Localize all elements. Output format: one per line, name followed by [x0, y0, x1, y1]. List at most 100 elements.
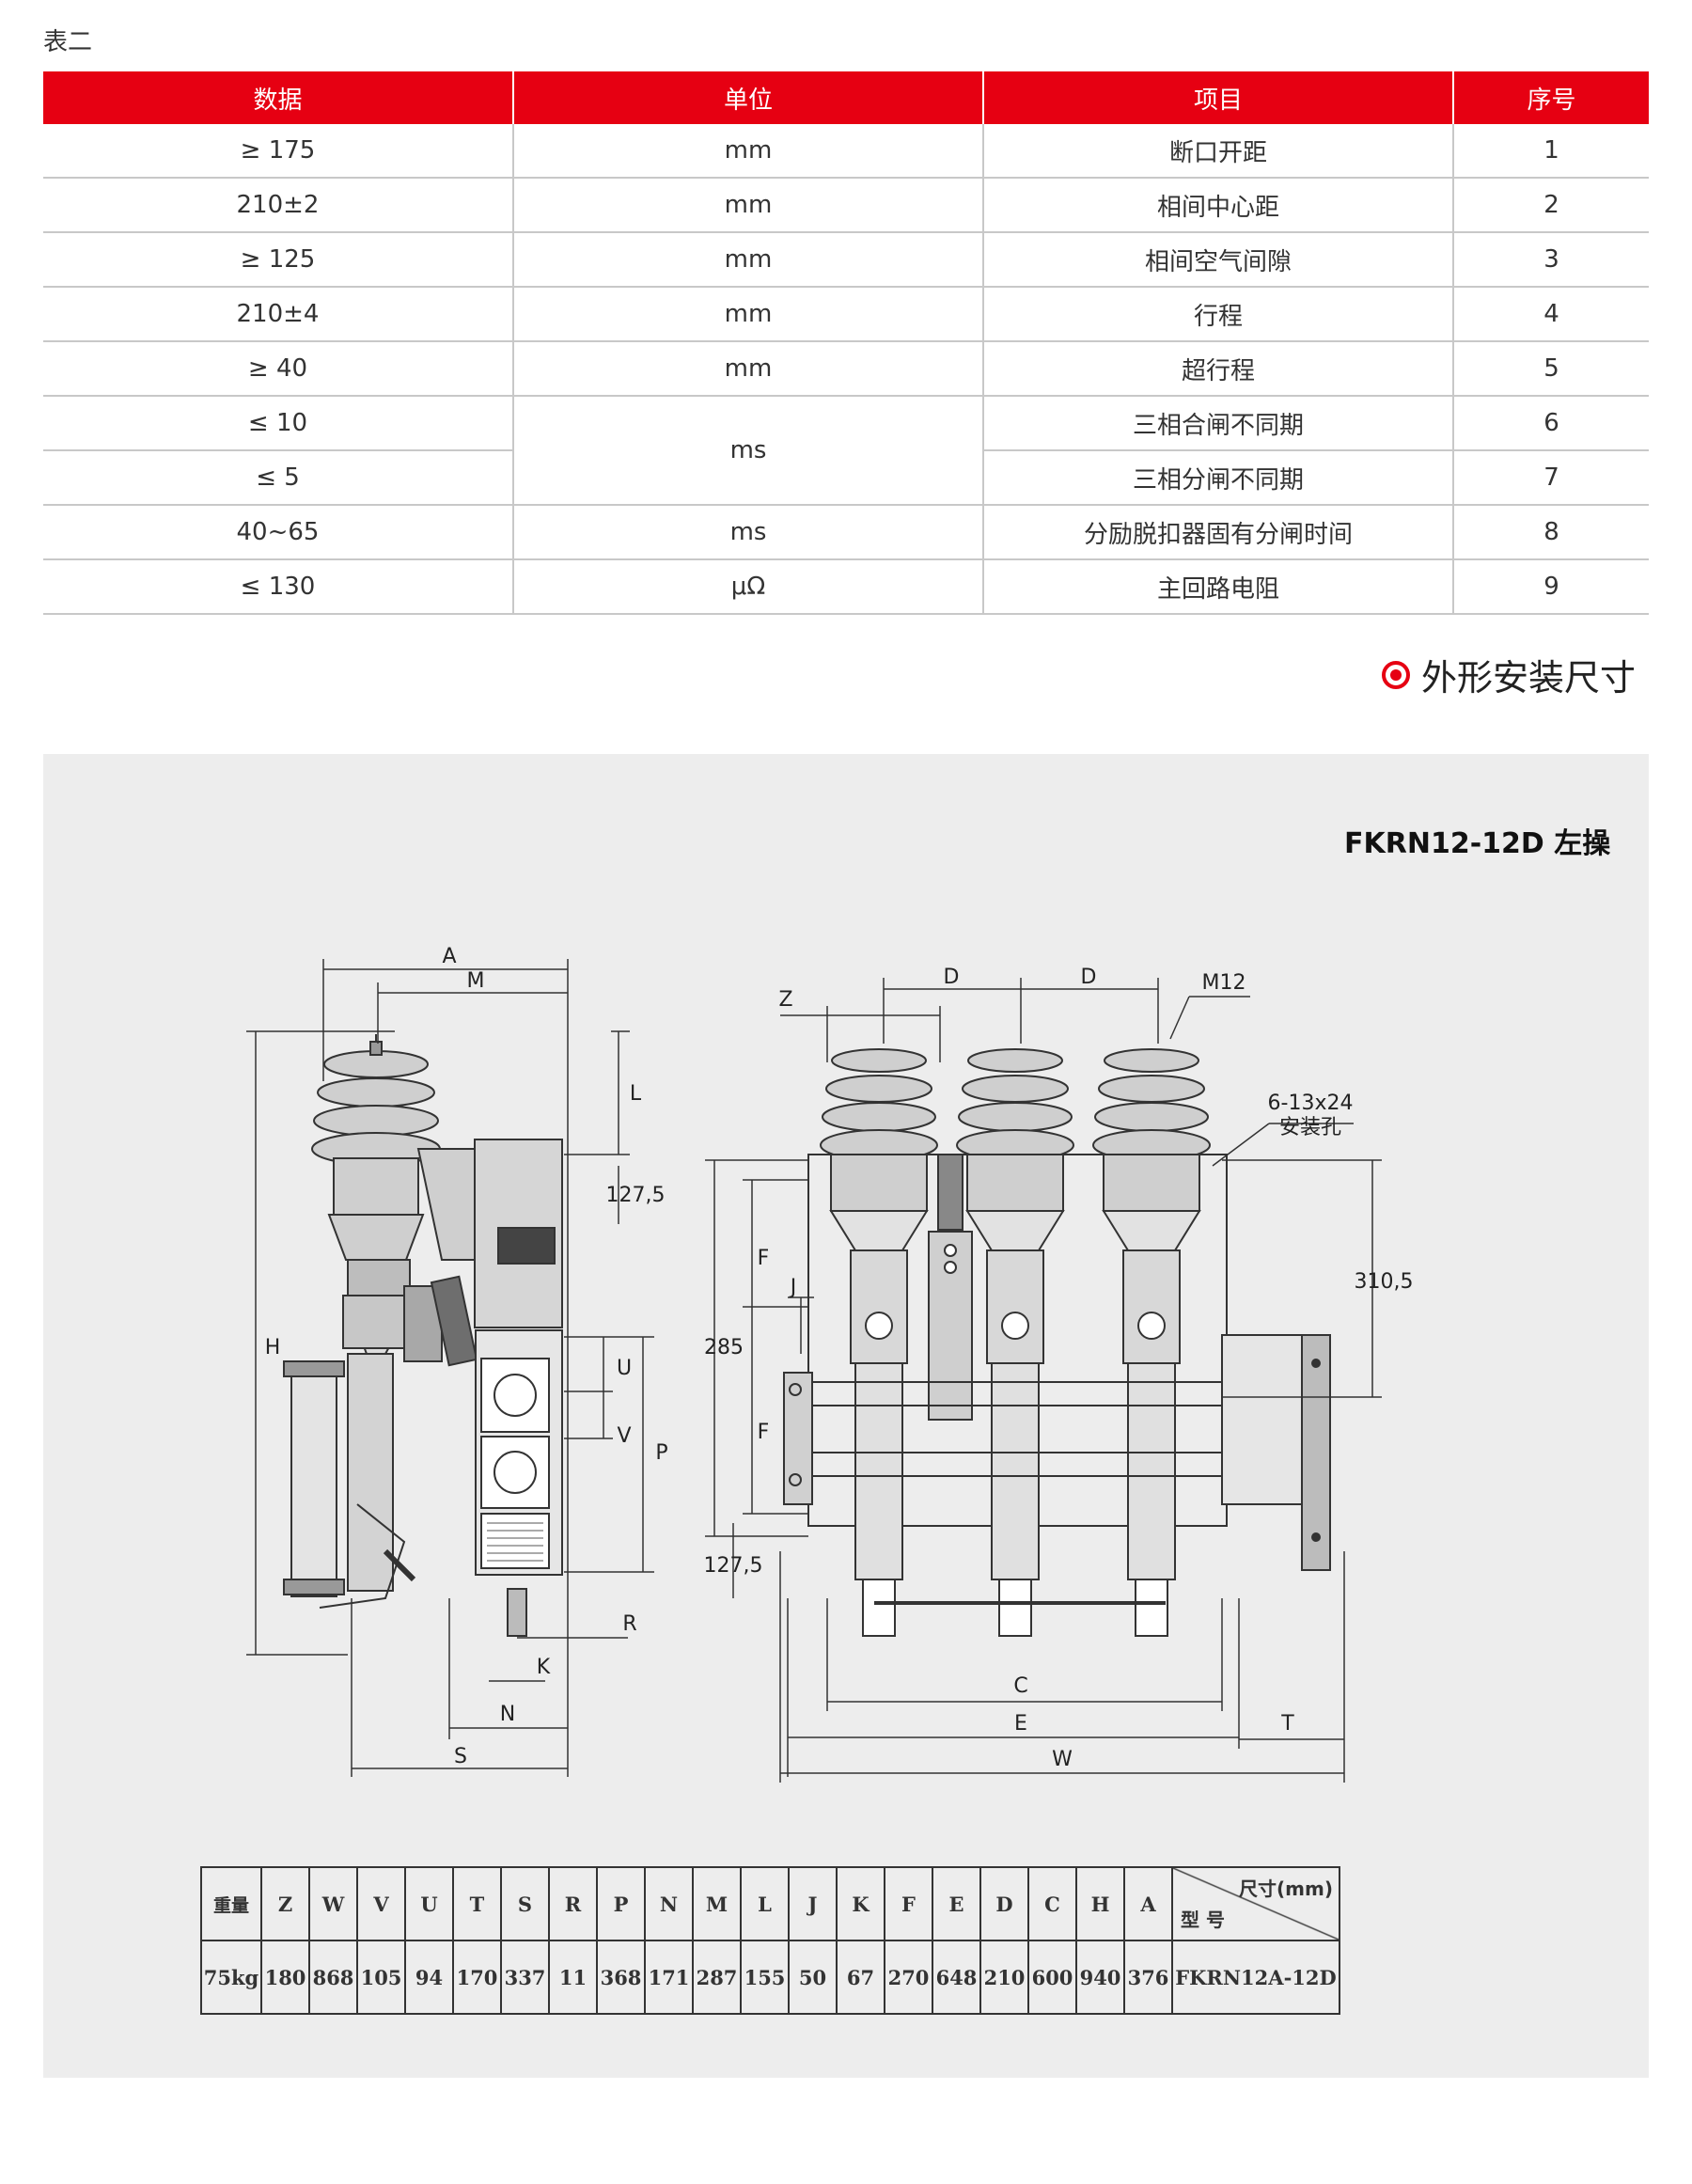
cell-unit: mm [513, 124, 984, 179]
cell-value: 210±2 [43, 178, 514, 233]
dim-label-d1: D [944, 966, 960, 989]
cell-no: 6 [1453, 396, 1649, 451]
cell-no: 1 [1453, 124, 1649, 179]
cell-unit: mm [513, 178, 984, 233]
dim-label-hole-text: 安装孔 [1279, 1116, 1341, 1139]
cell-item: 分励脱扣器固有分闸时间 [983, 505, 1454, 560]
dim-label-d2: D [1081, 966, 1097, 989]
dim-header-p: P [596, 1866, 646, 1941]
dim-value-e: 648 [932, 1940, 981, 2015]
dim-header-row: 重量 Z W V U T S R P N M L J K F E D C H A… [200, 1866, 1340, 1941]
dim-label-n: N [500, 1703, 515, 1726]
header-unit: 单位 [513, 71, 984, 124]
table-row: ≤ 130 μΩ 主回路电阻 9 [43, 559, 1649, 615]
cell-value: ≤ 10 [43, 396, 514, 451]
dim-value-t: 170 [452, 1940, 502, 2015]
dim-header-v: V [356, 1866, 406, 1941]
dim-value-w: 868 [308, 1940, 358, 2015]
cell-item: 主回路电阻 [983, 559, 1454, 615]
pole [956, 1048, 1074, 1637]
dim-header-n: N [644, 1866, 694, 1941]
dim-label-285: 285 [704, 1336, 744, 1359]
cell-unit: ms [513, 396, 984, 506]
dim-header-m: M [692, 1866, 742, 1941]
cell-item: 断口开距 [983, 124, 1454, 179]
cell-value: 40~65 [43, 505, 514, 560]
dim-header-c: C [1027, 1866, 1077, 1941]
dim-value-l: 155 [740, 1940, 790, 2015]
cell-item: 三相分闸不同期 [983, 450, 1454, 506]
cell-no: 7 [1453, 450, 1649, 506]
cell-value: ≥ 175 [43, 124, 514, 179]
dim-value-s: 337 [500, 1940, 550, 2015]
dim-label-127-side: 127,5 [606, 1184, 666, 1207]
side-view [246, 959, 654, 1777]
table-row: ≥ 175 mm 断口开距 1 [43, 124, 1649, 179]
cell-value: ≤ 5 [43, 450, 514, 506]
cell-no: 3 [1453, 232, 1649, 288]
dim-header-weight: 重量 [200, 1866, 262, 1941]
cell-unit: ms [513, 505, 984, 560]
table-row: 210±4 mm 行程 4 [43, 287, 1649, 342]
dim-header-corner: 尺寸(mm) 型 号 [1171, 1866, 1340, 1941]
cell-unit: mm [513, 232, 984, 288]
cell-value: 210±4 [43, 287, 514, 342]
cell-no: 4 [1453, 287, 1649, 342]
cell-value: ≥ 40 [43, 341, 514, 397]
cell-no: 5 [1453, 341, 1649, 397]
dim-header-size: 尺寸(mm) [1239, 1878, 1333, 1900]
dim-label-s: S [454, 1745, 467, 1768]
table-row: 210±2 mm 相间中心距 2 [43, 178, 1649, 233]
cell-item: 超行程 [983, 341, 1454, 397]
dim-header-a: A [1123, 1866, 1173, 1941]
cell-item: 行程 [983, 287, 1454, 342]
cell-unit: mm [513, 341, 984, 397]
dim-value-weight: 75kg [200, 1940, 262, 2015]
dim-label-f2: F [758, 1421, 770, 1444]
header-item: 项目 [983, 71, 1454, 124]
dim-label-m12: M12 [1202, 971, 1246, 995]
dim-label-c: C [1013, 1674, 1027, 1698]
dim-header-s: S [500, 1866, 550, 1941]
header-value: 数据 [43, 71, 514, 124]
dimension-table: 重量 Z W V U T S R P N M L J K F E D C H A… [200, 1866, 1340, 2015]
dim-header-w: W [308, 1866, 358, 1941]
pole [820, 1048, 938, 1637]
spec-header-row: 数据 单位 项目 序号 [43, 71, 1649, 124]
dim-value-c: 600 [1027, 1940, 1077, 2015]
dim-header-model: 型 号 [1181, 1909, 1225, 1931]
cell-item: 相间空气间隙 [983, 232, 1454, 288]
dim-header-e: E [932, 1866, 981, 1941]
table-caption: 表二 [43, 28, 93, 56]
cell-item: 三相合闸不同期 [983, 396, 1454, 451]
header-no: 序号 [1453, 71, 1649, 124]
dim-value-n: 171 [644, 1940, 694, 2015]
section-title: 外形安装尺寸 [1421, 657, 1637, 699]
dim-label-j: J [789, 1276, 797, 1299]
dim-label-hole: 6-13x24 [1268, 1092, 1354, 1115]
dim-label-127-front: 127,5 [704, 1554, 763, 1578]
bullseye-icon [1382, 660, 1410, 689]
dim-label-310: 310,5 [1355, 1270, 1414, 1294]
dim-label-v: V [617, 1424, 631, 1448]
dim-label-r: R [622, 1612, 636, 1636]
dim-value-k: 67 [836, 1940, 885, 2015]
dim-label-e: E [1014, 1712, 1027, 1736]
dim-label-h: H [265, 1336, 281, 1359]
dim-value-a: 376 [1123, 1940, 1173, 2015]
cell-unit: mm [513, 287, 984, 342]
dim-value-row: 75kg 180 868 105 94 170 337 11 368 171 2… [200, 1940, 1340, 2015]
front-view [705, 978, 1382, 1783]
dim-value-d: 210 [979, 1940, 1029, 2015]
dim-model-name: FKRN12A-12D [1171, 1940, 1340, 2015]
dim-label-p: P [655, 1441, 667, 1465]
cell-no: 9 [1453, 559, 1649, 615]
dim-header-t: T [452, 1866, 502, 1941]
table-row: ≤ 10 ms 三相合闸不同期 6 [43, 396, 1649, 506]
pole [1092, 1048, 1211, 1637]
dim-label-k: K [537, 1656, 551, 1679]
cell-unit: μΩ [513, 559, 984, 615]
dim-header-u: U [404, 1866, 454, 1941]
dim-label-l: L [630, 1082, 642, 1106]
dim-value-j: 50 [788, 1940, 838, 2015]
